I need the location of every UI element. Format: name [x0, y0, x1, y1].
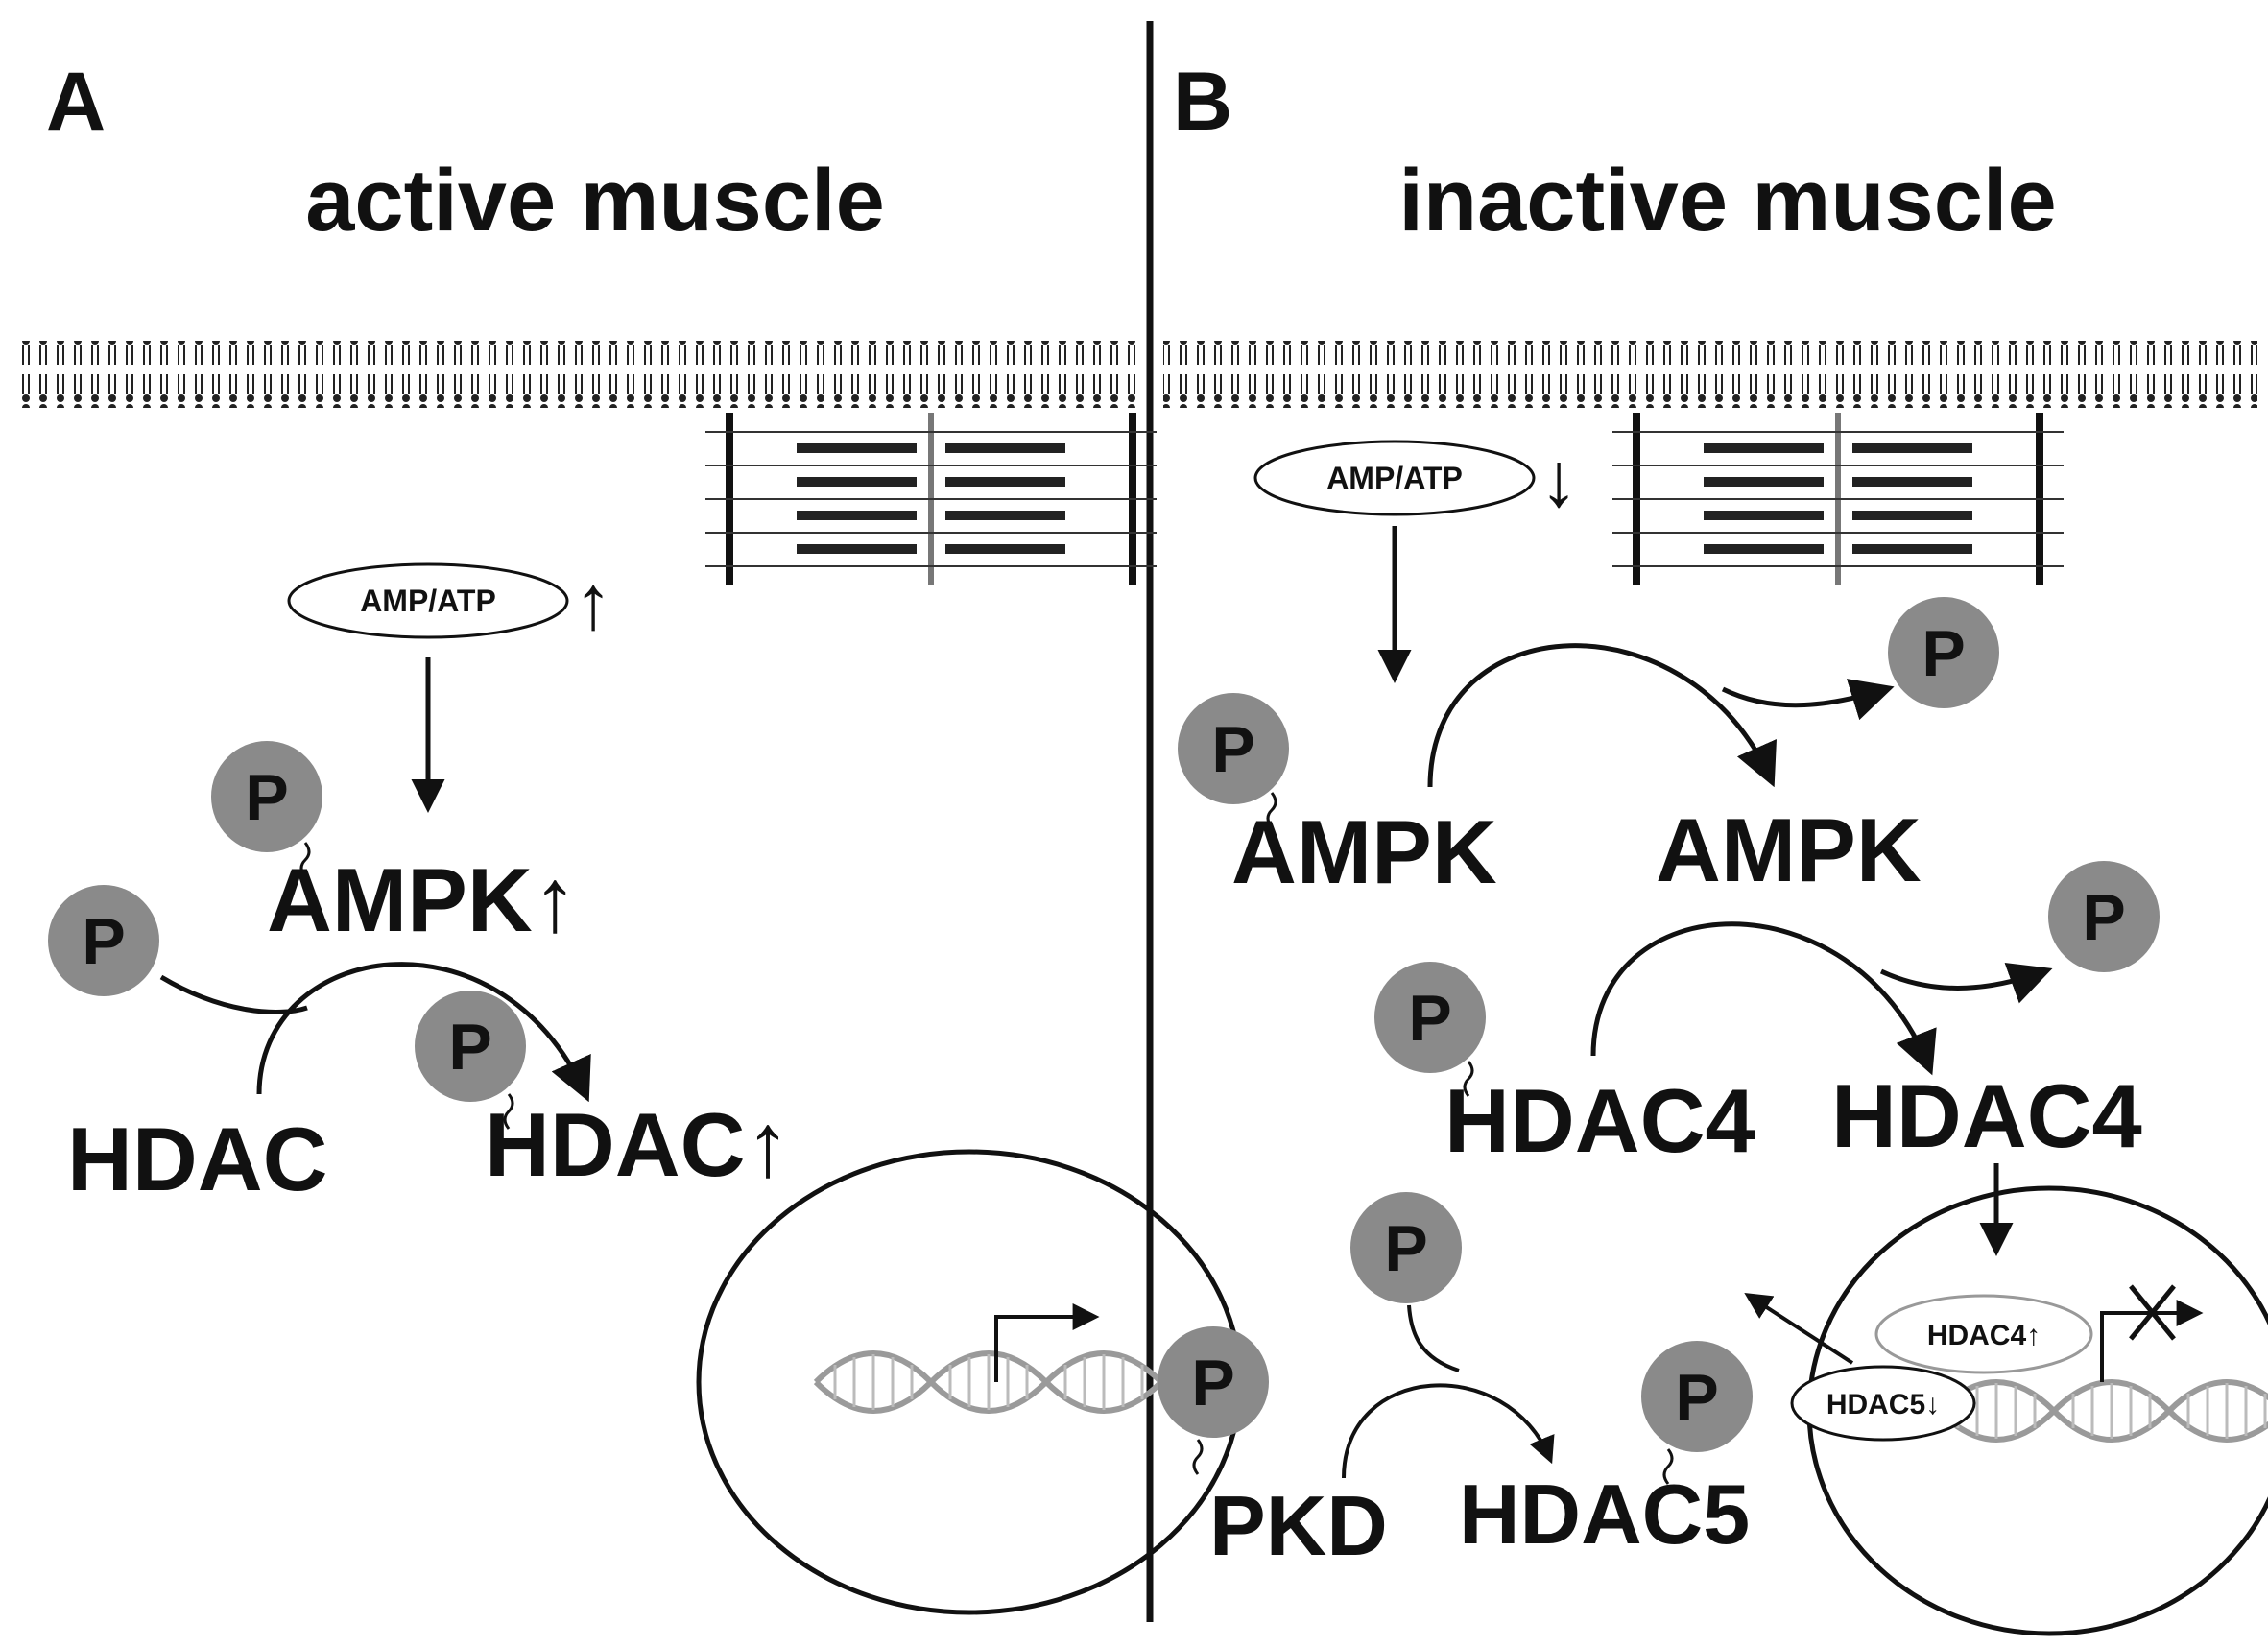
phospho-label-ampk-released-b: P — [1922, 617, 1965, 690]
phospho-label-pkd-b: P — [1191, 1347, 1234, 1420]
pkd-hdac5-arrow-b — [1342, 1383, 1555, 1479]
phospho-link-ampk-b — [1266, 792, 1277, 828]
arrow-hdac5-export-b — [1744, 1292, 1854, 1365]
phospho-circle-pkd-b — [1158, 1326, 1269, 1438]
hdac-right-label-a: HDAC↑ — [485, 1094, 791, 1195]
hdac4-right-label-b: HDAC4 — [1831, 1065, 2142, 1166]
cell-membrane-a — [21, 341, 1136, 408]
phospho-circle-pkd-free-b — [1350, 1192, 1462, 1303]
phospho-label-hdac-a: P — [82, 905, 125, 978]
phospho-circle-hdac4-b — [1374, 962, 1486, 1073]
cell-membrane-b — [1163, 341, 2257, 408]
sarcomere-b — [1612, 413, 2064, 585]
phospho-circle-hdac5-b — [1641, 1341, 1753, 1452]
phospho-link-hdac2-a — [503, 1093, 514, 1130]
panel-title-a: active muscle — [305, 152, 884, 250]
dna-b — [1939, 1382, 2268, 1440]
phospho-circle-ampk-a — [211, 741, 322, 852]
ampk-right-label-b: AMPK — [1656, 800, 1922, 900]
ampk-dephospho-arrow-b — [1427, 643, 1777, 788]
phospho-circle-ampk-b — [1178, 693, 1289, 804]
pkd-phospho-curve-b — [1407, 1304, 1460, 1372]
pkd-label-b: PKD — [1209, 1478, 1388, 1573]
phospho-label-ampk-a: P — [245, 761, 288, 834]
phospho-label-hdac2-a: P — [448, 1011, 491, 1084]
amp-atp-label-a: AMP/ATP — [360, 584, 496, 618]
ampk-left-label-b: AMPK — [1231, 801, 1497, 902]
phospho-link-hdac5-b — [1662, 1448, 1674, 1485]
phospho-circle-hdac2-a — [415, 991, 526, 1102]
hdac5-label-b: HDAC5 — [1459, 1467, 1750, 1562]
hdac-phosphorylation-arrow-a — [256, 962, 591, 1103]
hdac4-nuclear-oval-b — [1874, 1294, 2093, 1374]
hdac4-left-label-b: HDAC4 — [1444, 1070, 1755, 1171]
ampk-phospho-release-b — [1721, 679, 1895, 721]
panel-letter-a: A — [46, 56, 106, 148]
phospho-circle-ampk-released-b — [1888, 597, 1999, 708]
hdac4-nuclear-label-b: HDAC4↑ — [1927, 1320, 2041, 1351]
panel-title-b: inactive muscle — [1398, 152, 2056, 250]
amp-atp-oval-b — [1253, 440, 1536, 516]
phospho-label-hdac4-released-b: P — [2082, 881, 2125, 954]
phospho-link-hdac4-b — [1463, 1061, 1474, 1097]
amp-atp-label-b: AMP/ATP — [1326, 461, 1463, 495]
hdac4-dephospho-arrow-b — [1590, 921, 1937, 1076]
hdac5-nuclear-oval-b — [1790, 1365, 1976, 1442]
dna-a — [816, 1353, 1161, 1411]
sarcomere-a — [705, 413, 1157, 585]
phospho-link-pkd-b — [1192, 1439, 1204, 1475]
phospho-label-hdac4-b: P — [1408, 982, 1451, 1055]
amp-atp-arrow-b: ↓ — [1540, 437, 1578, 522]
ampk-label-a: AMPK↑ — [267, 849, 578, 950]
amp-atp-oval-a — [287, 562, 569, 639]
transcription-block-x2-b — [2129, 1284, 2176, 1341]
amp-atp-arrow-a: ↑ — [574, 560, 612, 645]
phospho-link-ampk-a — [299, 842, 311, 878]
phospho-label-hdac5-b: P — [1675, 1361, 1718, 1434]
phospho-label-pkd-free-b: P — [1384, 1212, 1427, 1285]
panel-letter-b: B — [1173, 56, 1232, 148]
transcription-blocked-arrow-b — [2100, 1300, 2204, 1382]
hdac5-nuclear-label-b: HDAC5↓ — [1826, 1389, 1940, 1420]
hdac4-phospho-release-b — [1879, 963, 2053, 1004]
phospho-circle-hdac-a — [48, 885, 159, 996]
transcription-arrow-a — [994, 1303, 1100, 1382]
phospho-label-ampk-b: P — [1211, 713, 1254, 786]
phospho-circle-hdac4-released-b — [2048, 861, 2160, 972]
phospho-transfer-curve-a — [159, 974, 308, 1014]
hdac-left-label-a: HDAC — [67, 1109, 328, 1209]
